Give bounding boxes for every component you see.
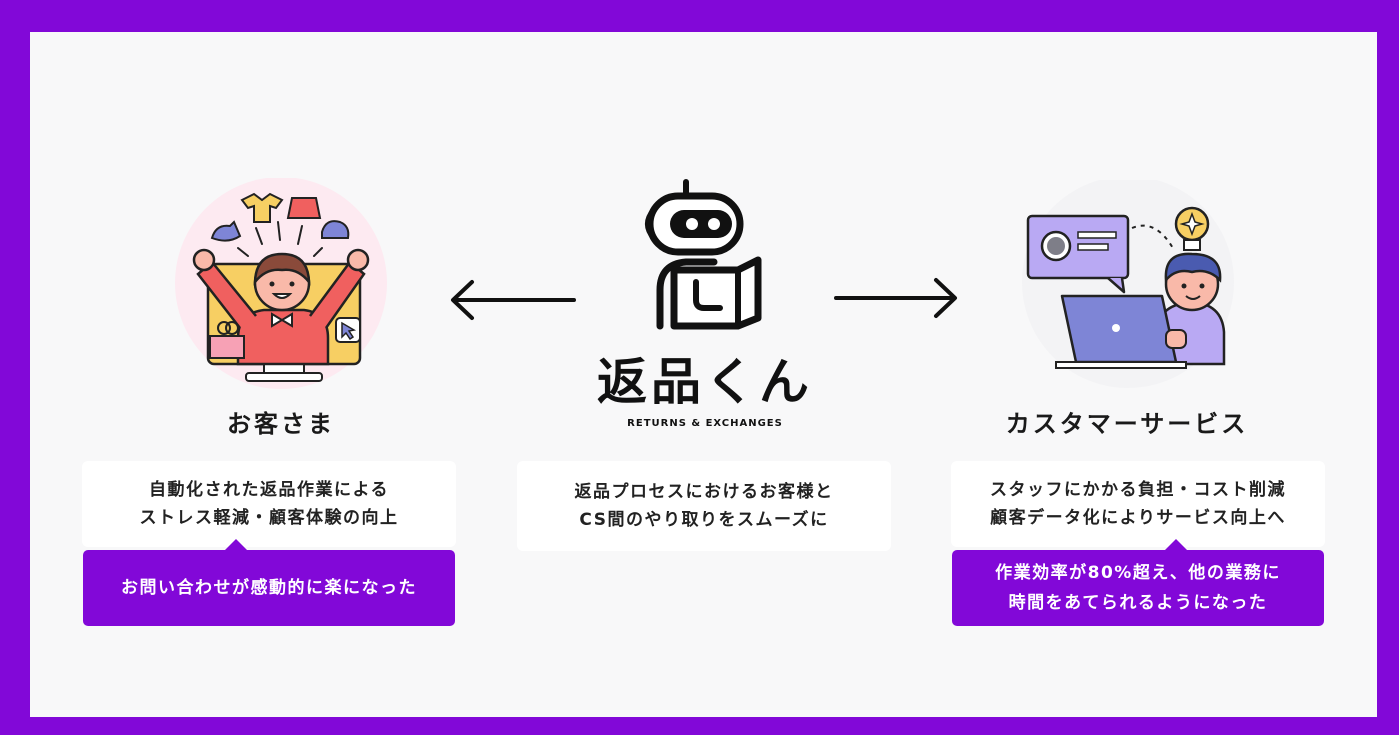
robot-icon [645,179,762,330]
logo-text: 返品くん [597,353,813,411]
support-voice-line-2: 時間をあてられるようになった [1008,593,1268,613]
support-title: カスタマーサービス [1005,410,1249,438]
customer-title: お客さま [227,410,335,438]
service-description-line-2: CS間のやり取りをスムーズに [579,510,829,530]
customer-benefit-line-1: 自動化された返品作業による [149,480,389,500]
support-benefit-line-2: 顧客データ化によりサービス向上へ [990,508,1286,528]
support-benefit-card: スタッフにかかる負担・コスト削減 顧客データ化によりサービス向上へ [951,461,1325,547]
arrow-left-icon [451,280,576,320]
logo-subtitle: RETURNS & EXCHANGES [627,418,783,429]
customer-voice-bubble: お問い合わせが感動的に楽になった [83,539,455,626]
customer-voice-line-1: お問い合わせが感動的に楽になった [121,578,417,598]
arrow-right-icon [834,278,957,318]
customer-benefit-card: 自動化された返品作業による ストレス軽減・顧客体験の向上 [82,461,456,547]
support-illustration [1022,180,1234,388]
support-voice-line-1: 作業効率が80%超え、他の業務に [995,563,1281,583]
customer-benefit-line-2: ストレス軽減・顧客体験の向上 [139,508,399,528]
service-description-card: 返品プロセスにおけるお客様と CS間のやり取りをスムーズに [517,461,891,551]
support-benefit-line-1: スタッフにかかる負担・コスト削減 [990,480,1286,500]
customer-illustration [175,178,387,389]
service-description-line-1: 返品プロセスにおけるお客様と [574,482,834,502]
support-voice-bubble: 作業効率が80%超え、他の業務に 時間をあてられるようになった [952,539,1324,626]
